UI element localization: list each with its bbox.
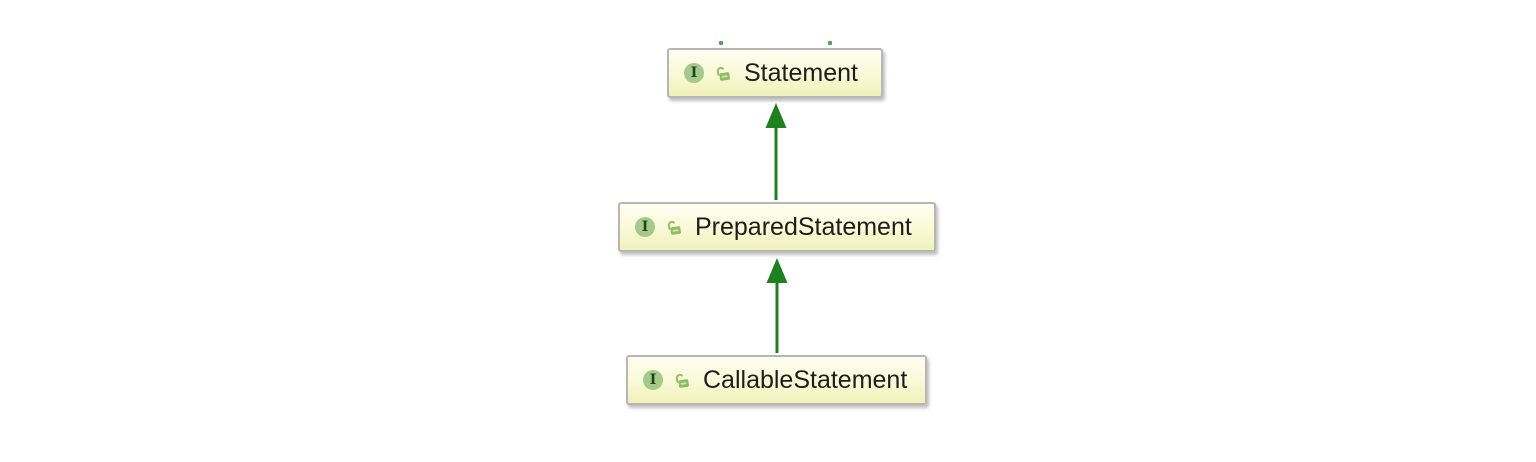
node-statement[interactable]: I Statement — [667, 48, 883, 98]
cropped-edge-stub — [828, 41, 832, 45]
node-prepared-statement[interactable]: I PreparedStatement — [618, 202, 936, 252]
node-label: PreparedStatement — [695, 212, 912, 241]
unlocked-icon — [716, 66, 730, 81]
arrowhead-up-icon — [765, 103, 787, 128]
node-callable-statement[interactable]: I CallableStatement — [626, 355, 927, 405]
node-label: CallableStatement — [703, 365, 908, 394]
interface-icon: I — [643, 370, 663, 390]
interface-icon: I — [635, 217, 655, 237]
arrowhead-up-icon — [766, 258, 788, 283]
cropped-edge-stub — [719, 41, 723, 45]
unlocked-icon — [675, 373, 689, 388]
edge-callable-extends-prepared — [766, 258, 788, 353]
edge-prepared-extends-statement — [765, 103, 787, 200]
node-label: Statement — [744, 58, 858, 87]
unlocked-icon — [667, 220, 681, 235]
interface-icon: I — [684, 63, 704, 83]
